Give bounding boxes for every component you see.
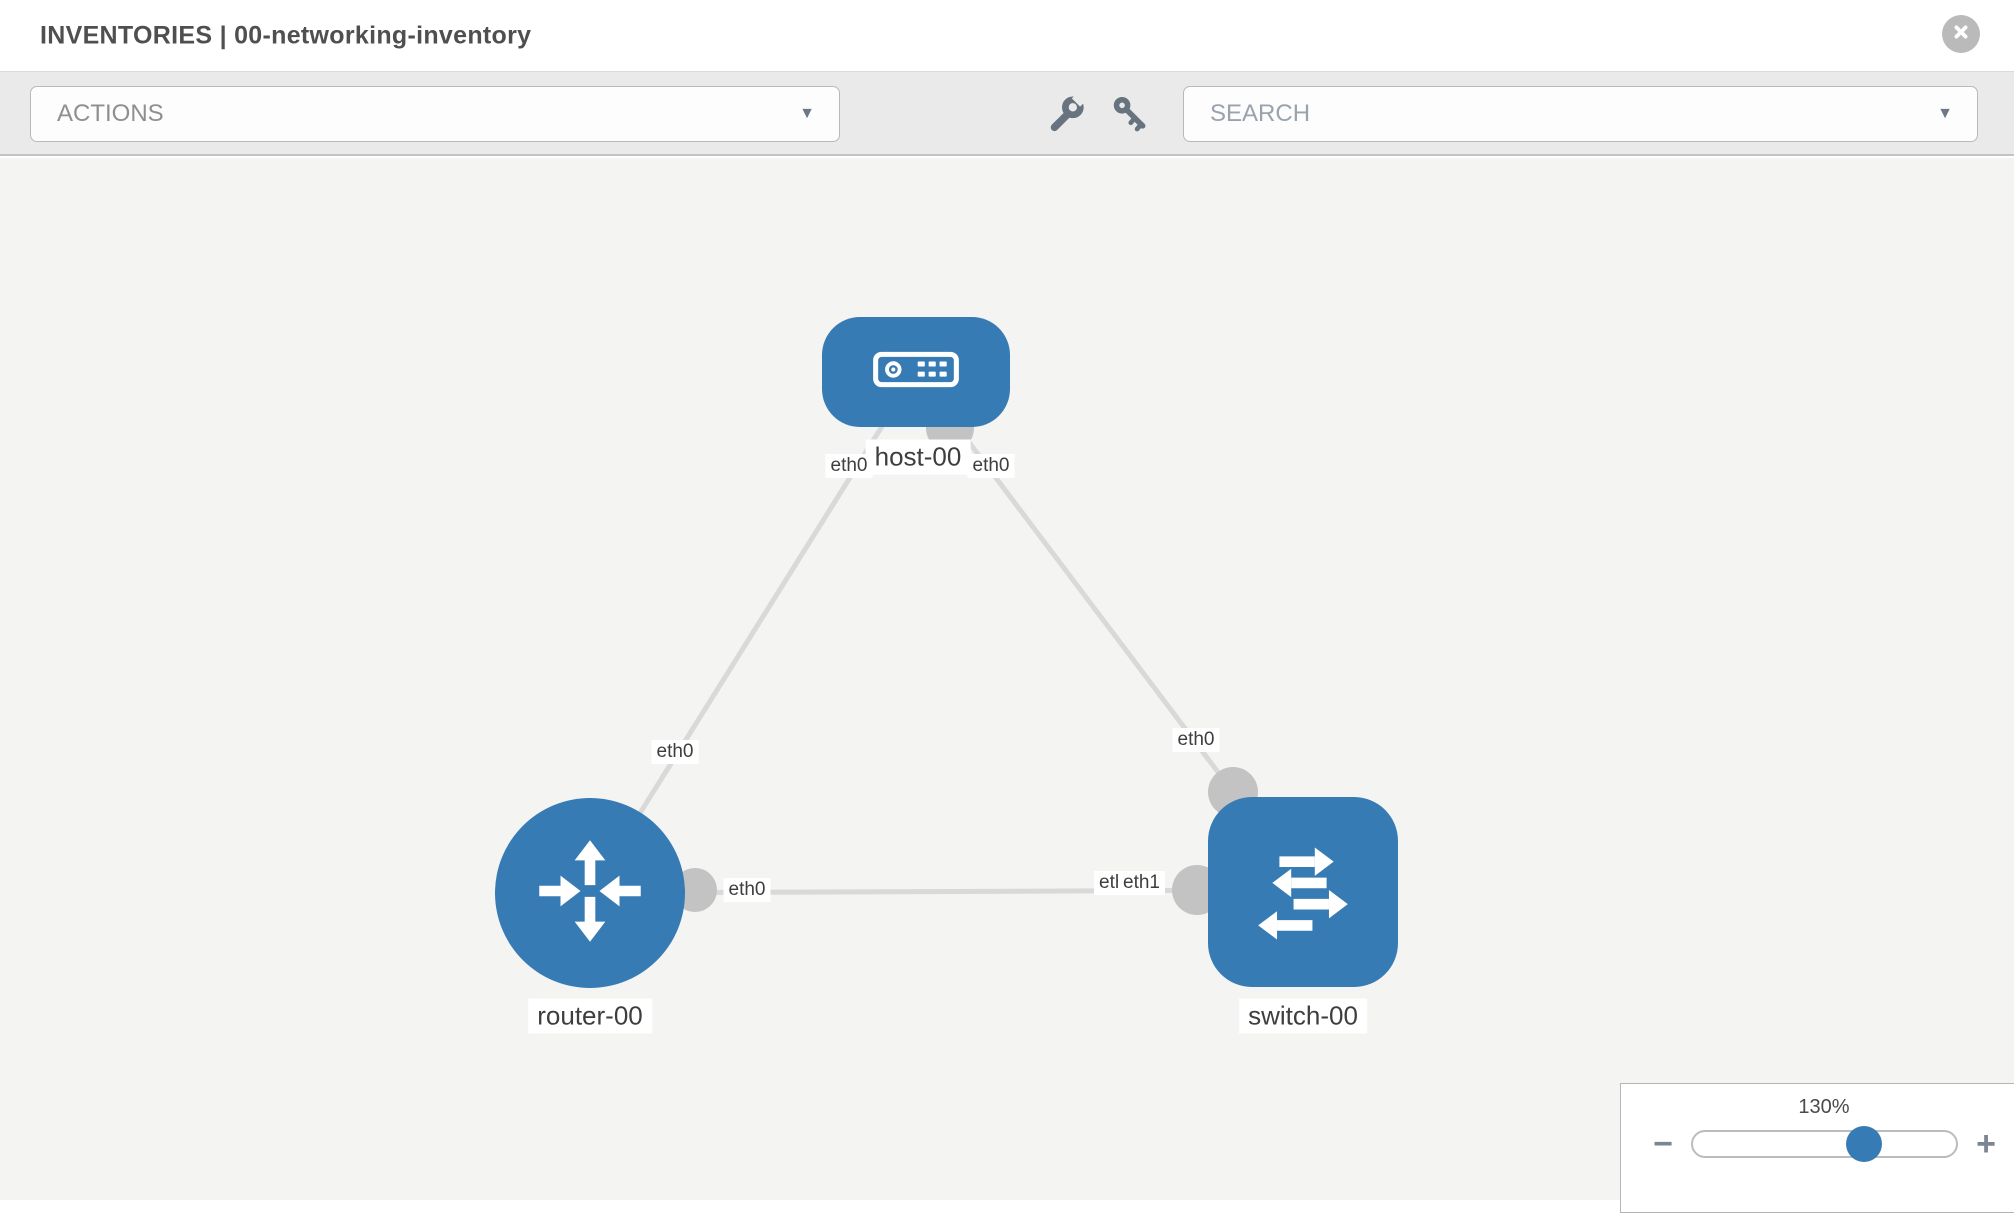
zoom-slider-track[interactable] — [1691, 1130, 1958, 1158]
node-switch-00[interactable] — [1208, 797, 1398, 987]
switch-icon — [1244, 831, 1362, 954]
key-icon — [1111, 95, 1149, 136]
topology-links — [0, 158, 2014, 1200]
interface-connectors — [673, 404, 1258, 915]
interface-label-host-left: eth0 — [826, 454, 873, 478]
node-label-switch: switch-00 — [1239, 999, 1367, 1034]
node-host-00[interactable] — [822, 317, 1010, 427]
interface-label-host-right: eth0 — [968, 454, 1015, 478]
interface-label-host-router: eth0 — [652, 740, 699, 764]
search-dropdown-label: SEARCH — [1210, 100, 1310, 128]
chevron-down-icon: ▼ — [1937, 105, 1953, 123]
toolbar: ACTIONS ▼ SEARCH ▼ — [0, 72, 2014, 156]
interface-label-router-right: eth0 — [724, 878, 771, 902]
zoom-panel: 130% − + — [1620, 1083, 2014, 1213]
actions-dropdown[interactable]: ACTIONS ▼ — [30, 86, 840, 142]
interface-label-switch-eth1: eth1 — [1118, 871, 1165, 895]
actions-dropdown-label: ACTIONS — [57, 100, 164, 128]
search-dropdown[interactable]: SEARCH ▼ — [1183, 86, 1978, 142]
zoom-level: 130% — [1798, 1096, 1849, 1119]
chevron-down-icon: ▼ — [799, 105, 815, 123]
node-router-00[interactable] — [495, 798, 685, 988]
interface-label-host-switch: eth0 — [1173, 728, 1220, 752]
tools-button[interactable] — [1042, 90, 1092, 140]
zoom-out-button[interactable]: − — [1653, 1127, 1673, 1161]
host-icon — [872, 351, 960, 393]
wrench-icon — [1047, 94, 1087, 137]
node-label-router: router-00 — [528, 999, 652, 1034]
zoom-slider-thumb[interactable] — [1846, 1126, 1882, 1162]
node-label-host: host-00 — [866, 440, 971, 475]
router-icon — [531, 832, 649, 955]
key-button[interactable] — [1105, 90, 1155, 140]
close-icon — [1951, 22, 1971, 47]
header: INVENTORIES | 00-networking-inventory — [0, 0, 2014, 72]
close-button[interactable] — [1942, 15, 1980, 53]
topology-canvas[interactable]: host-00 router-00 switch-00 eth0 eth0 et… — [0, 158, 2014, 1200]
zoom-in-button[interactable]: + — [1976, 1127, 1996, 1161]
page-title: INVENTORIES | 00-networking-inventory — [40, 21, 531, 50]
